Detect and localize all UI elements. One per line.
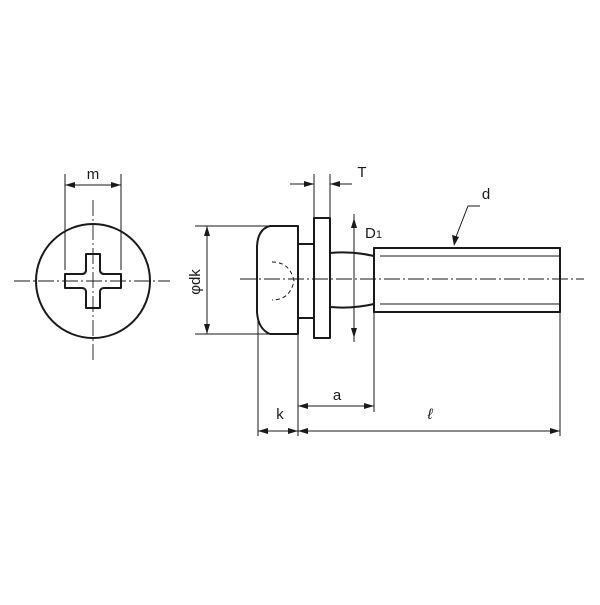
m-label: m [87,166,100,183]
m-arrow-left [65,182,75,188]
dk-arrow-top [204,226,210,236]
D1-label: D1 [365,225,382,242]
dk-arrow-bottom [204,324,210,334]
end-view: m [14,166,170,360]
k-label: k [276,406,284,423]
a-arrow-right [364,403,374,409]
T-label: T [357,164,366,181]
pan-head [256,225,299,335]
d-leader-arrow [452,235,459,246]
dk-label: φdk [187,269,204,295]
washer [313,217,331,339]
recess-hidden-line [271,261,295,301]
a-label: a [333,387,342,404]
l-label: ℓ [427,406,434,423]
head-circle [35,223,151,339]
side-view: φdk T D1 d k a [187,164,584,436]
m-arrow-right [111,182,121,188]
shank-neck [329,251,375,309]
underhead-neck [297,243,315,319]
phillips-cross-recess [64,253,122,309]
T-arrow-right [330,181,340,187]
k-arrow-left [258,428,268,434]
k-arrow-right [288,428,298,434]
d-leader-line [453,205,480,243]
l-arrow-right [550,428,560,434]
a-arrow-left [298,403,308,409]
l-arrow-left [298,428,308,434]
d-label: d [482,186,490,203]
T-arrow-left [304,181,314,187]
